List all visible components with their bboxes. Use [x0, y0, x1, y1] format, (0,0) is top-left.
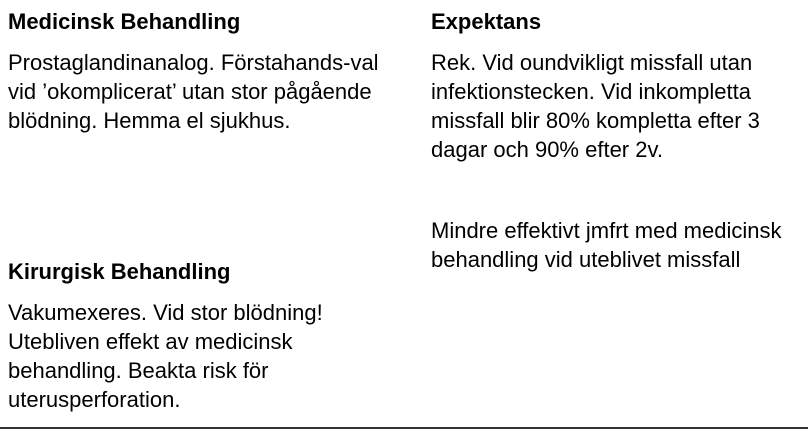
kirurgisk-behandling-text: Vakumexeres. Vid stor blödning! Uteblive…: [8, 300, 323, 412]
bottom-divider: [0, 427, 808, 429]
medicinsk-behandling-heading: Medicinsk Behandling: [8, 9, 241, 34]
kirurgisk-behandling-heading: Kirurgisk Behandling: [8, 259, 231, 284]
medicinsk-behandling-text: Prostaglandinanalog. Förstahands-val vid…: [8, 50, 379, 133]
expektans-text-2: Mindre effektivt jmfrt med medicinsk beh…: [431, 218, 782, 272]
expektans-text-1: Rek. Vid oundvikligt missfall utan infek…: [431, 50, 760, 162]
expektans-heading: Expektans: [431, 9, 542, 34]
